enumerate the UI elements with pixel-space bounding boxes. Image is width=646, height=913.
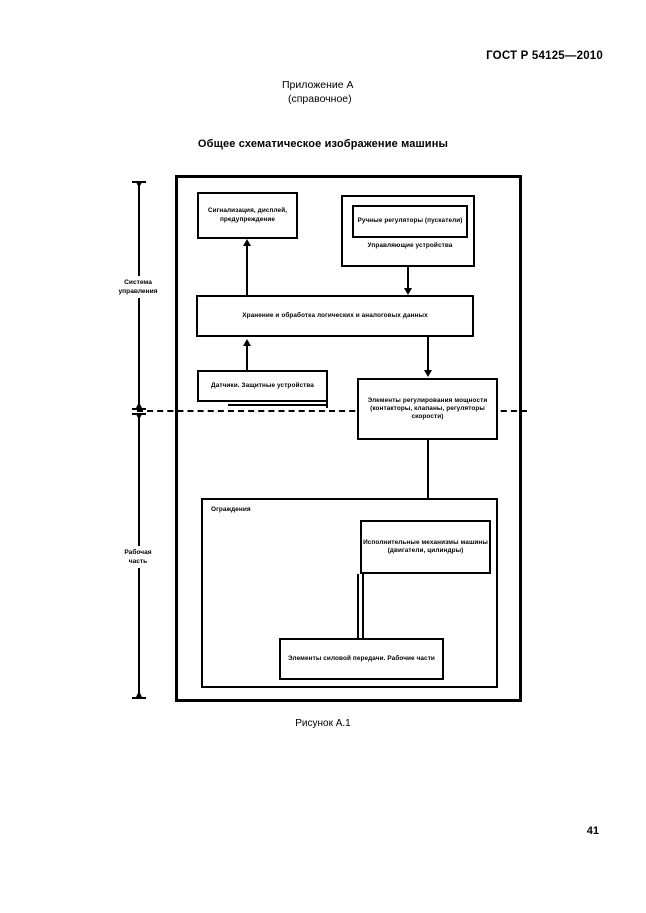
- bracket-tick-bottom: [132, 697, 146, 699]
- box-manual-regulators-label: Ручные регуляторы (пускатели): [357, 217, 463, 225]
- appendix-block: Приложение А (справочное): [282, 78, 354, 106]
- appendix-subtitle: (справочное): [288, 93, 352, 105]
- box-power-label: Элементы регулирования мощности (контакт…: [367, 396, 488, 421]
- box-signal-label: Сигнализация, дисплей, предупреждение: [207, 207, 288, 223]
- arrow-storage-to-power: [424, 370, 432, 377]
- bracket-arrow-working-bottom: [135, 691, 142, 697]
- page-number: 41: [586, 825, 599, 837]
- connector-sensors-elbow-drop: [326, 402, 328, 408]
- zone-control-line1: Система: [124, 279, 152, 286]
- box-power-transmission-working-parts[interactable]: Элементы силовой передачи. Рабочие части: [279, 638, 444, 680]
- box-power-regulation-elements[interactable]: Элементы регулирования мощности (контакт…: [357, 378, 498, 440]
- box-sensors-protective-devices[interactable]: Датчики. Защитные устройства: [197, 370, 328, 402]
- connector-sensors-to-storage: [246, 345, 248, 372]
- connector-power-to-actuators: [427, 440, 429, 518]
- box-machine-actuators[interactable]: Исполнительные механизмы машины (двигате…: [360, 520, 491, 574]
- box-transmission-label: Элементы силовой передачи. Рабочие части: [288, 654, 435, 662]
- zone-working-line1: Рабочая: [124, 549, 152, 556]
- standard-header: ГОСТ Р 54125—2010: [486, 50, 603, 62]
- bracket-tick-middle-lower: [132, 413, 146, 415]
- arrow-controls-to-storage: [404, 288, 412, 295]
- connector-storage-to-power: [427, 337, 429, 371]
- box-sensors-label: Датчики. Защитные устройства: [211, 381, 314, 389]
- bracket-arrow-control-bottom: [135, 402, 142, 408]
- box-control-devices[interactable]: Ручные регуляторы (пускатели) Управляющи…: [341, 195, 475, 267]
- zone-control-line2: управления: [118, 288, 158, 295]
- box-manual-regulators[interactable]: Ручные регуляторы (пускатели): [352, 205, 468, 238]
- box-guards-enclosure[interactable]: Ограждения Исполнительные механизмы маши…: [201, 498, 498, 688]
- bracket-arrow-control-top: [135, 182, 142, 188]
- box-data-storage-processing[interactable]: Хранение и обработка логических и аналог…: [196, 295, 474, 337]
- connector-sensors-elbow: [228, 404, 328, 406]
- connector-actuators-to-transmission-shaft: [357, 574, 364, 638]
- appendix-title: Приложение А: [282, 79, 354, 91]
- zone-label-control-system: Система управления: [101, 276, 175, 298]
- zone-working-line2: часть: [128, 558, 148, 565]
- zone-divider-dashed-line: [137, 410, 527, 412]
- connector-controls-to-storage: [407, 267, 409, 289]
- zone-label-working-part: Рабочая часть: [101, 546, 175, 568]
- arrow-storage-to-signal: [243, 239, 251, 246]
- box-actuators-label: Исполнительные механизмы машины (двигате…: [363, 538, 488, 554]
- box-control-devices-label: Управляющие устройства: [367, 242, 453, 249]
- arrow-sensors-to-storage: [243, 339, 251, 346]
- figure-caption: Рисунок А.1: [295, 718, 351, 729]
- box-signal-display-warning[interactable]: Сигнализация, дисплей, предупреждение: [197, 192, 298, 239]
- figure-title: Общее схематическое изображение машины: [197, 138, 449, 150]
- bracket-tick-top: [132, 181, 146, 183]
- bracket-tick-middle-upper: [132, 408, 146, 410]
- box-guards-label: Ограждения: [211, 506, 251, 513]
- box-storage-label: Хранение и обработка логических и аналог…: [242, 311, 428, 319]
- connector-storage-to-signal: [246, 245, 248, 297]
- bracket-arrow-working-top: [135, 414, 142, 420]
